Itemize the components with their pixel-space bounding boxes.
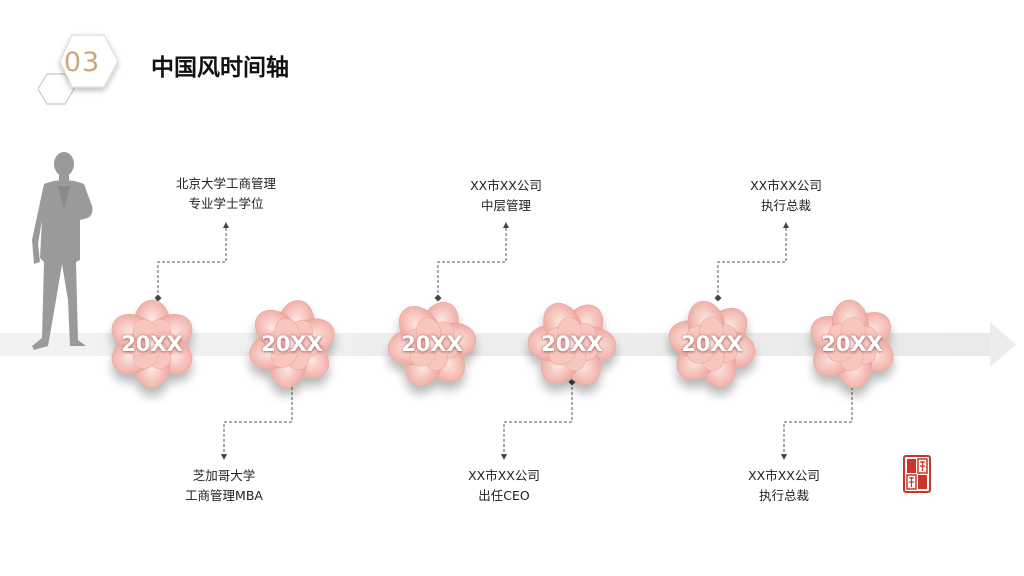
connector-arrowhead bbox=[781, 454, 787, 460]
timeline-node bbox=[221, 300, 335, 460]
connector-line bbox=[223, 382, 293, 456]
milestone-caption: XX市XX公司出任CEO bbox=[414, 466, 594, 506]
milestone-caption: XX市XX公司执行总裁 bbox=[696, 176, 876, 216]
connector-arrowhead bbox=[221, 454, 227, 460]
caption-line-2: 执行总裁 bbox=[760, 198, 811, 213]
connector-line bbox=[717, 226, 787, 298]
caption-line-1: XX市XX公司 bbox=[468, 468, 540, 483]
connector-arrowhead bbox=[501, 454, 507, 460]
peony-flower-icon bbox=[111, 299, 193, 389]
year-label: 20XX bbox=[261, 332, 323, 356]
connector-line bbox=[157, 226, 227, 298]
caption-line-2: 中层管理 bbox=[480, 198, 531, 213]
milestone-caption: XX市XX公司执行总裁 bbox=[694, 466, 874, 506]
caption-line-2: 工商管理MBA bbox=[185, 488, 263, 503]
year-label: 20XX bbox=[681, 332, 743, 356]
year-label: 20XX bbox=[401, 332, 463, 356]
caption-line-1: 北京大学工商管理 bbox=[175, 176, 276, 191]
connector-dot bbox=[434, 294, 442, 302]
caption-line-2: 专业学士学位 bbox=[188, 196, 264, 211]
section-badge-icon bbox=[38, 34, 119, 105]
timeline-node bbox=[387, 222, 509, 387]
connector-arrowhead bbox=[783, 222, 789, 228]
peony-flower-icon bbox=[810, 299, 894, 389]
connector-arrowhead bbox=[223, 222, 229, 228]
timeline-node bbox=[501, 302, 617, 460]
connector-arrowhead bbox=[503, 222, 509, 228]
timeline-node bbox=[111, 222, 229, 389]
milestone-caption: 北京大学工商管理专业学士学位 bbox=[136, 174, 316, 214]
peony-flower-icon bbox=[527, 302, 617, 386]
connector-dot bbox=[154, 294, 162, 302]
peony-flower-icon bbox=[249, 300, 335, 388]
caption-line-2: 执行总裁 bbox=[758, 488, 809, 503]
section-number: 03 bbox=[63, 46, 101, 78]
timeline-node bbox=[668, 222, 789, 388]
peony-flower-icon bbox=[387, 301, 477, 387]
connector-line bbox=[437, 226, 507, 298]
caption-line-1: 芝加哥大学 bbox=[192, 468, 256, 483]
peony-flower-icon bbox=[668, 300, 756, 388]
connector-line bbox=[783, 382, 853, 456]
caption-line-1: XX市XX公司 bbox=[748, 468, 820, 483]
milestone-caption: 芝加哥大学工商管理MBA bbox=[134, 466, 314, 506]
connector-line bbox=[503, 382, 573, 456]
red-seal-stamp-icon bbox=[903, 455, 931, 493]
caption-line-1: XX市XX公司 bbox=[470, 178, 542, 193]
timeline-node bbox=[781, 299, 894, 460]
connector-dot bbox=[714, 294, 722, 302]
caption-line-2: 出任CEO bbox=[478, 488, 530, 503]
caption-line-1: XX市XX公司 bbox=[750, 178, 822, 193]
year-label: 20XX bbox=[541, 332, 603, 356]
businessman-silhouette-icon bbox=[32, 152, 93, 350]
milestone-caption: XX市XX公司中层管理 bbox=[416, 176, 596, 216]
year-label: 20XX bbox=[821, 332, 883, 356]
year-label: 20XX bbox=[121, 332, 183, 356]
page-title: 中国风时间轴 bbox=[151, 55, 289, 81]
